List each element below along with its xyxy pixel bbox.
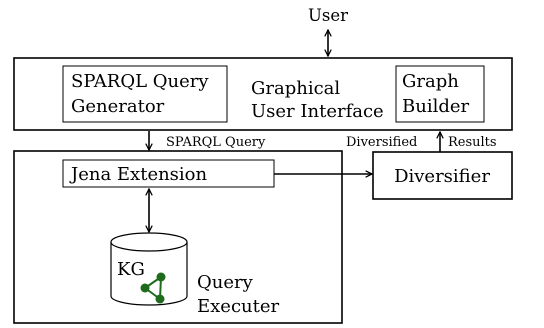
results-edge-label: Results xyxy=(448,135,497,150)
kg-database-icon xyxy=(110,232,188,306)
sparql-query-generator-label-1: SPARQL Query xyxy=(71,71,209,92)
graph-builder-box xyxy=(395,65,485,123)
diversifier-label: Diversifier xyxy=(394,166,490,187)
gui-label-1: Graphical xyxy=(251,78,340,99)
sparql-query-generator-box xyxy=(62,65,228,123)
query-executer-label-1: Query xyxy=(197,272,254,293)
gui-label-2: User Interface xyxy=(251,101,384,122)
sparql-query-generator-label-2: Generator xyxy=(71,96,165,117)
diversifier-box xyxy=(372,151,513,200)
graph-icon xyxy=(140,272,166,304)
jena-extension-box xyxy=(62,159,275,188)
sparql-query-edge-label: SPARQL Query xyxy=(166,135,266,150)
kg-label: KG xyxy=(117,259,145,280)
graph-builder-label-2: Builder xyxy=(402,96,470,117)
query-executer-label-2: Executer xyxy=(197,296,280,317)
diversified-edge-label: Diversified xyxy=(346,135,417,150)
graph-builder-label-1: Graph xyxy=(402,71,459,92)
user-label: User xyxy=(308,6,348,25)
jena-extension-label: Jena Extension xyxy=(69,164,208,185)
